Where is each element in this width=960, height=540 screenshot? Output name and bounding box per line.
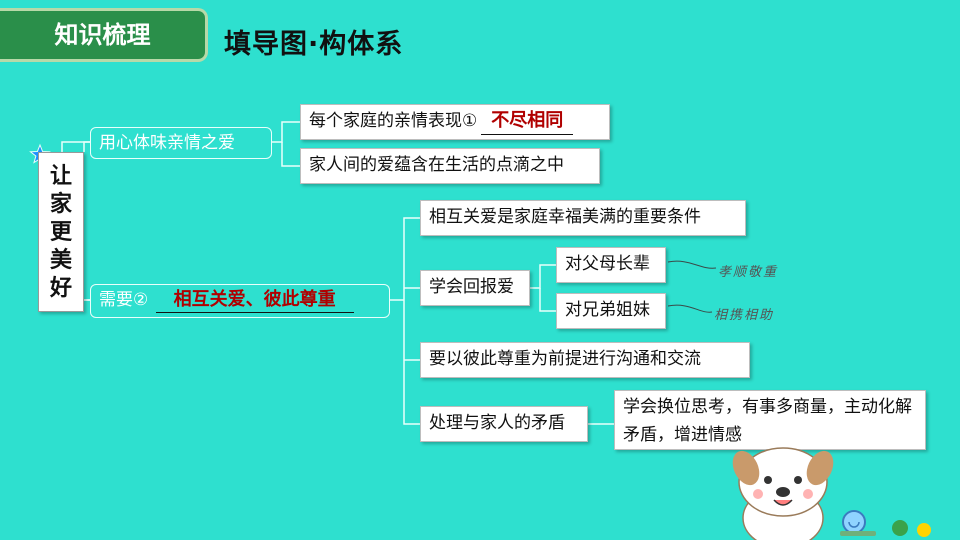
conflict-detail: 学会换位思考，有事多商量，主动化解矛盾，增进情感: [614, 390, 926, 450]
branch1-item-2: 家人间的爱蕴含在生活的点滴之中: [300, 148, 600, 184]
root-node: 让家更美好: [38, 152, 84, 312]
answer-blank-2: 相互关爱、彼此尊重: [155, 288, 354, 313]
branch2-item-4: 处理与家人的矛盾: [420, 406, 588, 442]
branch2-label: 需要②: [99, 290, 149, 310]
root-label: 让家更美好: [49, 164, 72, 301]
snail-decoration: [840, 510, 931, 537]
child-siblings: 对兄弟姐妹: [556, 293, 666, 329]
branch2-item-1: 相互关爱是家庭幸福美满的重要条件: [420, 200, 746, 236]
page-title: 填导图·构体系: [224, 29, 404, 60]
note-parents: 孝顺敬重: [718, 265, 779, 280]
note-siblings: 相携相助: [714, 308, 775, 323]
branch2-item-3: 要以彼此尊重为前提进行沟通和交流: [420, 342, 750, 378]
answer-blank-1: 不尽相同: [481, 108, 574, 135]
branch1-node: 用心体味亲情之爱: [90, 127, 272, 159]
branch2-node: 需要② 相互关爱、彼此尊重: [90, 284, 390, 318]
branch1-label: 用心体味亲情之爱: [99, 133, 235, 153]
branch2-item-2: 学会回报爱: [420, 270, 530, 306]
puppy-illustration: [732, 447, 834, 540]
child-parents: 对父母长辈: [556, 247, 666, 283]
section-tag: 知识梳理: [0, 8, 208, 62]
